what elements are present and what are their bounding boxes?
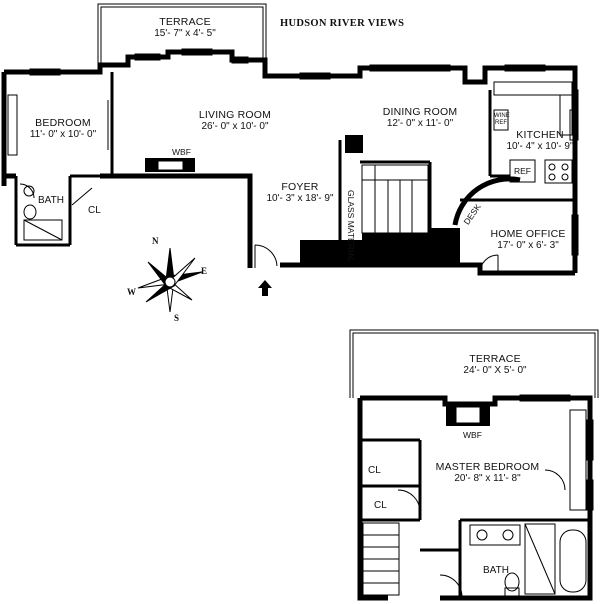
lower-wbf-label: WBF (463, 430, 482, 440)
kitchen-label: KITCHEN 10'- 4" x 10'- 9" (500, 129, 580, 153)
upper-foyer-columns (300, 135, 460, 265)
upper-terrace-label: TERRACE 15'- 7" x 4'- 5" (135, 16, 235, 40)
lower-terrace-name: TERRACE (469, 353, 521, 365)
home-office-dims: 17'- 0" x 6'- 3" (497, 240, 559, 251)
lower-doors (397, 469, 566, 598)
compass-east: E (201, 266, 208, 276)
compass-rose (137, 247, 203, 313)
living-room-name: LIVING ROOM (198, 109, 272, 121)
living-room-dims: 26'- 0" x 10'- 0" (201, 121, 269, 132)
upper-bath-fixtures (23, 185, 63, 241)
compass-west: W (127, 287, 136, 297)
lower-bath-label: BATH (483, 565, 509, 576)
hudson-river-views-label: HUDSON RIVER VIEWS (280, 18, 405, 29)
kitchen-name: KITCHEN (516, 129, 564, 141)
lower-interior-walls (360, 438, 590, 598)
upper-entry-door (254, 244, 278, 268)
bedroom-label: BEDROOM 11'- 0" x 10'- 0" (18, 117, 108, 141)
upper-kitchen-details (452, 81, 579, 226)
entry-arrow (258, 280, 272, 296)
upper-wbf-label: WBF (172, 147, 191, 157)
lower-terrace-outline (349, 329, 599, 398)
dining-room-label: DINING ROOM 12'- 0" x 11'- 0" (370, 106, 470, 130)
upper-bath-label: BATH (38, 195, 64, 206)
foyer-name: FOYER (281, 181, 319, 193)
lower-terrace-dims: 24'- 0" X 5'- 0" (463, 365, 527, 376)
lower-stair (362, 522, 400, 596)
foyer-dims: 10'- 3" x 18'- 9" (266, 193, 334, 204)
upper-bedroom-details (7, 94, 109, 206)
master-bedroom-name: MASTER BEDROOM (435, 461, 540, 473)
lower-closet-1-label: CL (368, 465, 381, 476)
upper-fireplace (145, 158, 195, 172)
kitchen-dims: 10'- 4" x 10'- 9" (506, 141, 574, 152)
bedroom-dims: 11'- 0" x 10'- 0" (29, 129, 97, 140)
compass-south: S (174, 313, 180, 323)
lower-fireplace (446, 402, 490, 426)
master-bedroom-label: MASTER BEDROOM 20'- 8" x 11'- 8" (430, 461, 545, 485)
glass-material-label: GLASS MATERIAL (346, 190, 356, 263)
upper-terrace-dims: 15'- 7" x 4'- 5" (154, 28, 216, 39)
upper-office-door (479, 254, 499, 274)
upper-staircase (361, 164, 429, 234)
home-office-name: HOME OFFICE (490, 228, 566, 240)
lower-exterior-walls (357, 395, 593, 601)
bedroom-name: BEDROOM (35, 117, 91, 129)
lower-windows (519, 394, 594, 511)
lower-terrace-label: TERRACE 24'- 0" X 5'- 0" (440, 353, 550, 377)
wine-ref-label: WINE REF (494, 113, 510, 126)
upper-closet-label: CL (88, 205, 101, 216)
home-office-label: HOME OFFICE 17'- 0" x 6'- 3" (478, 228, 578, 252)
dining-room-dims: 12'- 0" x 11'- 0" (386, 118, 454, 129)
upper-terrace-outline (97, 3, 267, 70)
living-room-label: LIVING ROOM 26'- 0" x 10'- 0" (180, 109, 290, 133)
dining-room-name: DINING ROOM (382, 106, 458, 118)
master-bedroom-dims: 20'- 8" x 11'- 8" (454, 473, 521, 484)
lower-bath-fixtures (469, 523, 587, 597)
lower-closet-2-label: CL (374, 500, 387, 511)
compass-north: N (152, 236, 159, 246)
upper-windows (29, 48, 579, 256)
foyer-label: FOYER 10'- 3" x 18'- 9" (255, 181, 345, 205)
ref-label: REF (514, 166, 531, 176)
upper-terrace-name: TERRACE (159, 16, 211, 28)
